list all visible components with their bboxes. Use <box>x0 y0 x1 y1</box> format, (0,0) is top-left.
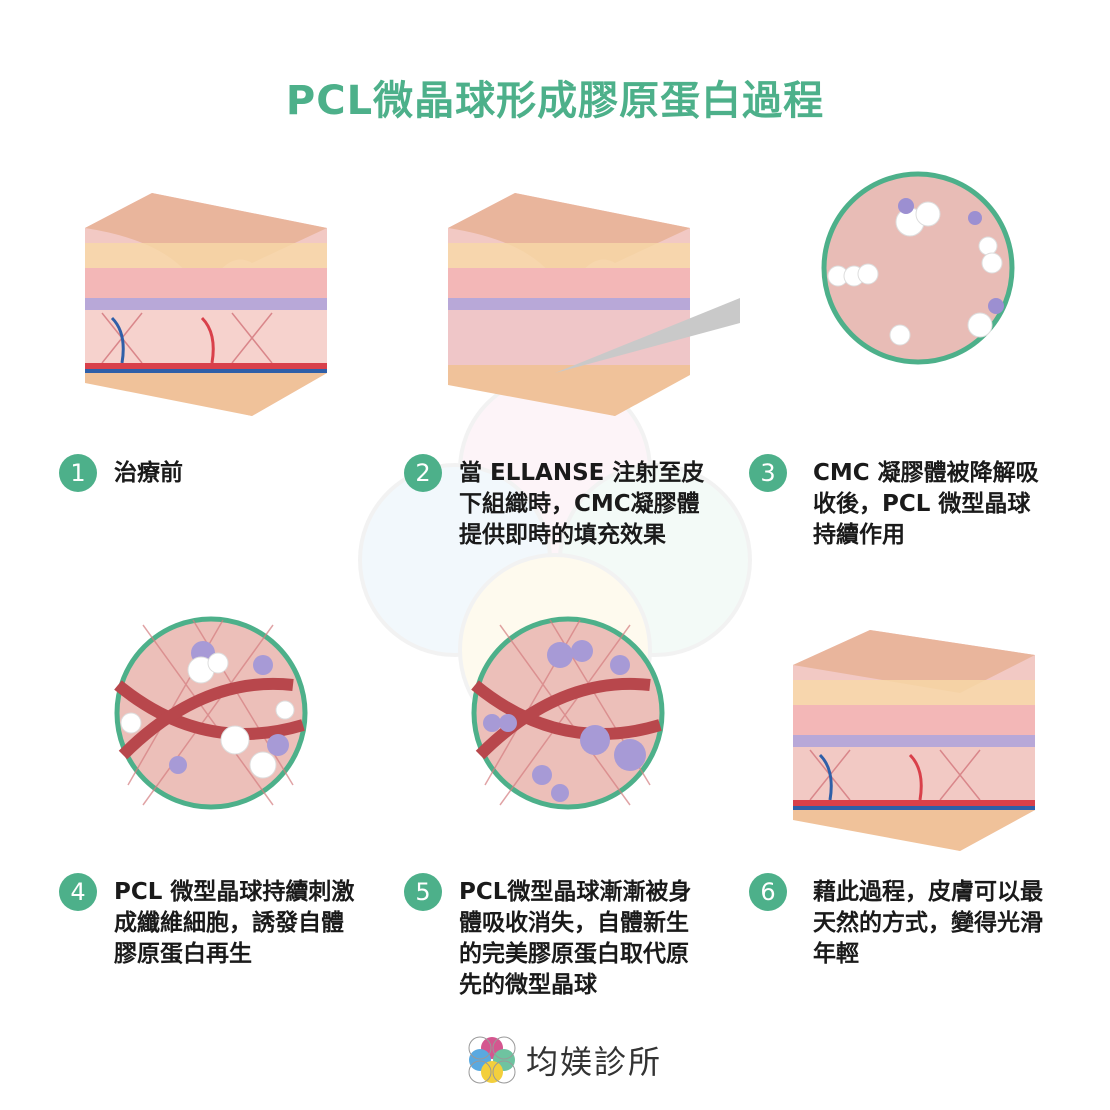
step-description: PCL微型晶球漸漸被身 體吸收消失，自體新生 的完美膠原蛋白取代原 先的微型晶球 <box>459 879 692 998</box>
flower-logo-icon <box>468 1036 516 1084</box>
step-description: PCL 微型晶球持續刺激 成纖維細胞，誘發自體 膠原蛋白再生 <box>114 879 355 967</box>
step-number-badge: 2 <box>404 454 442 492</box>
step-number-badge: 1 <box>59 454 97 492</box>
page-title: PCL微晶球形成膠原蛋白過程 <box>285 78 825 124</box>
step-2: 2 當 ELLANSE 注射至皮 下組織時，CMC凝膠體 提供即時的填充效果 <box>404 454 705 551</box>
step-number-badge: 5 <box>404 873 442 911</box>
step-description: 藉此過程，皮膚可以最 天然的方式，變得光滑 年輕 <box>813 879 1043 967</box>
step-6: 6 藉此過程，皮膚可以最 天然的方式，變得光滑 年輕 <box>749 873 1043 970</box>
clinic-name: 均媄診所 <box>526 1043 663 1081</box>
step-number-badge: 3 <box>749 454 787 492</box>
step-4: 4 PCL 微型晶球持續刺激 成纖維細胞，誘發自體 膠原蛋白再生 <box>59 873 355 970</box>
collagen-regeneration-circle <box>471 616 665 810</box>
skin-block-smooth-result <box>793 630 1035 851</box>
step-description: 治療前 <box>114 460 183 486</box>
fibroblast-stimulation-circle <box>114 616 308 810</box>
step-1: 1 治療前 <box>59 454 183 492</box>
step-3: 3 CMC 凝膠體被降解吸 收後，PCL 微型晶球 持續作用 <box>749 454 1039 551</box>
step-number-badge: 4 <box>59 873 97 911</box>
skin-block-injection <box>448 193 740 416</box>
needle-icon <box>555 298 740 373</box>
clinic-logo: 均媄診所 <box>466 1034 662 1086</box>
step-description: 當 ELLANSE 注射至皮 下組織時，CMC凝膠體 提供即時的填充效果 <box>459 460 705 548</box>
cmc-degraded-circle <box>821 171 1015 365</box>
step-number-badge: 6 <box>749 873 787 911</box>
step-description: CMC 凝膠體被降解吸 收後，PCL 微型晶球 持續作用 <box>813 460 1039 548</box>
step-5: 5 PCL微型晶球漸漸被身 體吸收消失，自體新生 的完美膠原蛋白取代原 先的微型… <box>404 873 692 1001</box>
skin-block-before-treatment <box>85 193 327 416</box>
